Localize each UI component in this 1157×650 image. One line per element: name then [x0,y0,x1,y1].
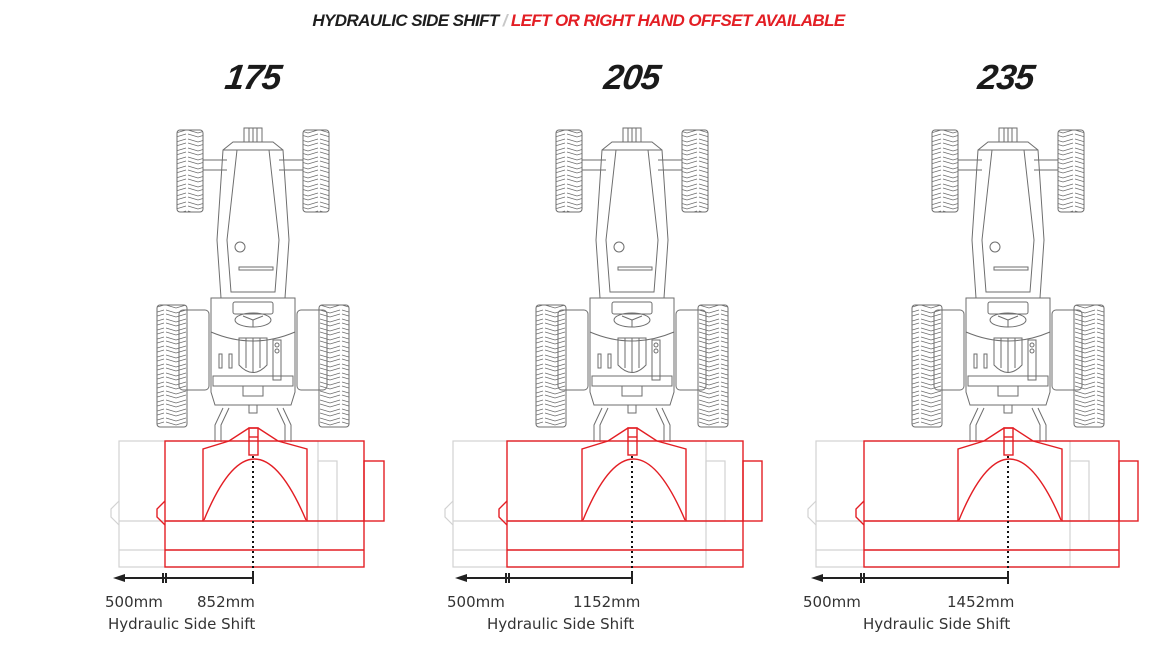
dimension-arrow-175 [113,572,254,584]
title-main: HYDRAULIC SIDE SHIFT [312,11,499,30]
mower-offset-205 [498,427,763,568]
caption-235: Hydraulic Side Shift [863,615,1011,633]
title-accent: LEFT OR RIGHT HAND OFFSET AVAILABLE [510,11,845,30]
offset-left-label-235: 500mm [803,593,861,611]
offset-right-label-235: 1452mm [947,593,1015,611]
mower-ghost-235 [807,440,1090,568]
mower-offset-175 [156,427,385,568]
mower-offset-235 [855,427,1139,568]
offset-left-label-175: 500mm [105,593,163,611]
offset-right-label-175: 852mm [197,593,255,611]
tractor-drawing-235 [911,127,1105,443]
offset-left-label-205: 500mm [447,593,505,611]
offset-right-label-205: 1152mm [573,593,641,611]
page-title: HYDRAULIC SIDE SHIFT/LEFT OR RIGHT HAND … [0,11,1157,31]
caption-175: Hydraulic Side Shift [108,615,256,633]
tractor-drawing-205 [535,127,729,443]
dimension-arrow-205 [455,572,633,584]
mower-ghost-175 [110,440,338,568]
tractor-drawing-175 [156,127,350,443]
dimension-arrow-235 [811,572,1009,584]
caption-205: Hydraulic Side Shift [487,615,635,633]
title-separator: / [502,11,508,30]
mower-ghost-205 [444,440,726,568]
